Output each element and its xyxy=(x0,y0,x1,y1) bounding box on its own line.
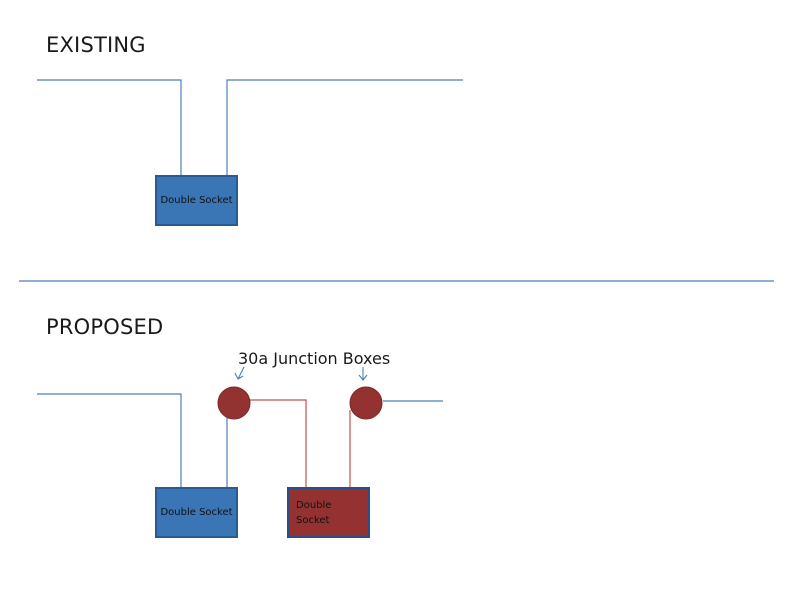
existing-double-socket: Double Socket xyxy=(155,175,238,226)
new-wire-jb1-to-new-socket xyxy=(250,399,307,488)
callout-arrow-left xyxy=(234,366,245,380)
existing-wire-left xyxy=(37,79,182,176)
new-socket-label-line1: Double xyxy=(296,500,332,511)
junction-box-2 xyxy=(349,386,383,420)
proposed-existing-double-socket: Double Socket xyxy=(155,487,238,538)
proposed-new-double-socket: Double Socket xyxy=(287,487,370,538)
junction-box-callout: 30a Junction Boxes xyxy=(238,349,391,368)
existing-double-socket-label: Double Socket xyxy=(160,195,233,206)
proposed-existing-double-socket-label: Double Socket xyxy=(160,507,233,518)
junction-box-1 xyxy=(217,386,251,420)
proposed-wire-left xyxy=(37,393,182,488)
proposed-title: PROPOSED xyxy=(46,315,164,339)
new-socket-label-line2: Socket xyxy=(296,515,330,526)
callout-arrow-right xyxy=(358,367,368,381)
existing-title: EXISTING xyxy=(46,33,146,57)
existing-wire-right xyxy=(226,79,463,176)
